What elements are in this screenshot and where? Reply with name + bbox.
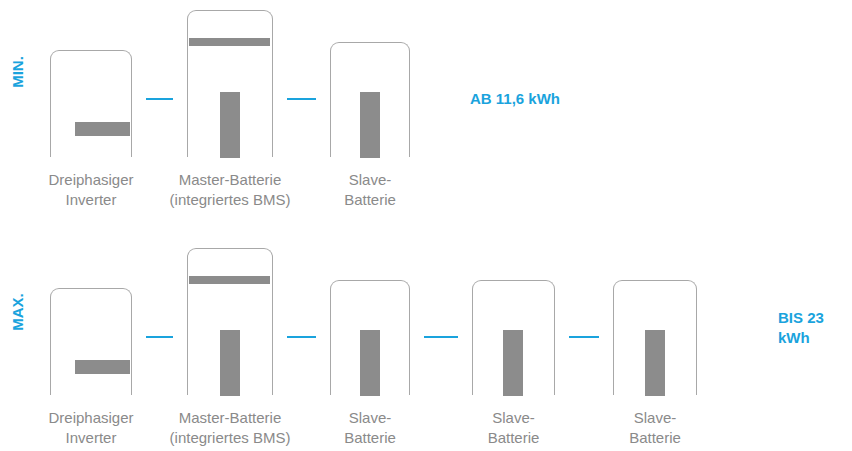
- connector-line: [146, 98, 173, 100]
- battery-detail: [331, 281, 411, 396]
- inverter-box: Dreiphasiger Inverter: [50, 50, 132, 157]
- cell-bar: [360, 330, 380, 396]
- slave-battery-box: Slave- Batterie: [472, 280, 555, 395]
- battery-detail: [614, 281, 698, 396]
- connector-line: [146, 336, 173, 338]
- master-battery-box: Master-Batterie (integriertes BMS): [187, 248, 273, 395]
- battery-detail: [473, 281, 556, 396]
- connector-line: [287, 336, 316, 338]
- device-caption: Slave- Batterie: [335, 408, 405, 448]
- device-caption: Dreiphasiger Inverter: [41, 170, 141, 210]
- battery-detail: [51, 289, 133, 396]
- device-caption: Slave- Batterie: [335, 170, 405, 210]
- device-caption: Slave- Batterie: [620, 408, 690, 448]
- capacity-label: BIS 23 kWh: [778, 308, 848, 348]
- connector-line: [424, 336, 458, 338]
- cell-bar: [503, 330, 523, 396]
- slave-battery-box: Slave- Batterie: [613, 280, 697, 395]
- slave-battery-box: Slave- Batterie: [330, 280, 410, 395]
- cell-bar: [220, 330, 240, 396]
- slave-battery-box: Slave- Batterie: [330, 42, 410, 157]
- device-caption: Slave- Batterie: [479, 408, 549, 448]
- device-caption: Master-Batterie (integriertes BMS): [160, 408, 300, 448]
- master-battery-box: Master-Batterie (integriertes BMS): [187, 10, 273, 157]
- cell-bar: [645, 330, 665, 396]
- capacity-label: AB 11,6 kWh: [470, 89, 610, 109]
- connector-line: [569, 336, 599, 338]
- battery-detail: [51, 51, 133, 158]
- row-label: MAX.: [8, 293, 28, 331]
- bms-bar: [189, 276, 270, 284]
- row-label: MIN.: [8, 56, 28, 88]
- display-bar: [75, 122, 130, 136]
- battery-detail: [188, 249, 274, 396]
- bms-bar: [189, 38, 270, 46]
- cell-bar: [220, 92, 240, 158]
- device-caption: Dreiphasiger Inverter: [41, 408, 141, 448]
- display-bar: [75, 360, 130, 374]
- connector-line: [287, 98, 316, 100]
- device-caption: Master-Batterie (integriertes BMS): [160, 170, 300, 210]
- battery-detail: [188, 11, 274, 158]
- battery-detail: [331, 43, 411, 158]
- inverter-box: Dreiphasiger Inverter: [50, 288, 132, 395]
- cell-bar: [360, 92, 380, 158]
